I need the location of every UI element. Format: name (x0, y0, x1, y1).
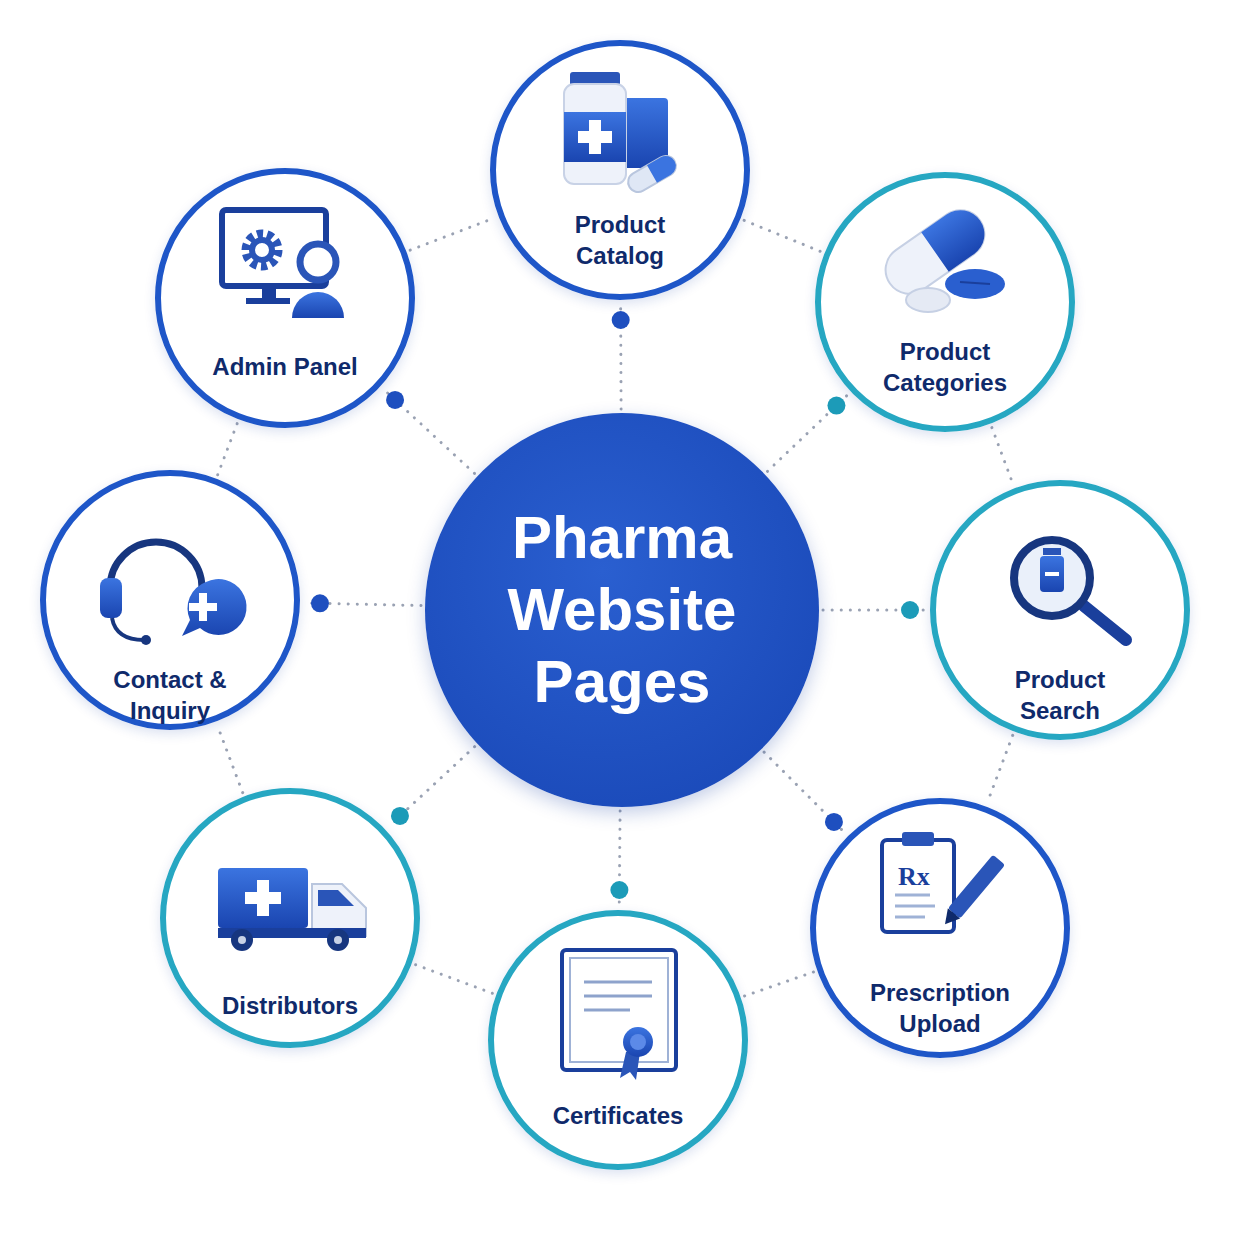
page-circle: Certificates (488, 910, 748, 1170)
ring-connector (410, 218, 495, 250)
page-name: Product Categories (858, 336, 1033, 398)
circle-fills (42, 42, 1188, 1168)
page-name: Product Search (973, 664, 1148, 726)
rx-symbol: Rx (898, 862, 930, 892)
page-circle: Product Search (930, 480, 1190, 740)
page-circle: Distributors (160, 788, 420, 1048)
hub-circle: Pharma Website Pages (425, 413, 819, 807)
search-magnifier-icon (1014, 540, 1126, 640)
spoke-connector (388, 747, 474, 827)
page-circle: Contact & Inquiry (40, 470, 300, 730)
spoke-connector (610, 811, 628, 906)
spoke-connector (764, 752, 845, 833)
headset-support-icon (100, 542, 247, 645)
admin-monitor-icon (222, 210, 344, 318)
ring-connector (744, 220, 821, 251)
spoke-connector (823, 601, 926, 619)
spoke-connector (767, 394, 848, 471)
page-name: Contact & Inquiry (83, 664, 258, 726)
page-circle: Prescription Upload (810, 798, 1070, 1058)
prescription-clipboard-icon (882, 832, 1005, 932)
ring-connector (217, 725, 242, 792)
page-name: Product Catalog (533, 209, 708, 271)
ring-connector (745, 972, 814, 996)
spoke-connector (612, 304, 630, 409)
spoke-connector (304, 594, 421, 612)
page-circle: Product Categories (815, 172, 1075, 432)
spoke-connector (383, 389, 474, 473)
delivery-truck-icon (218, 868, 366, 951)
ring-connector (416, 965, 493, 994)
ring-connector (992, 428, 1013, 485)
page-circle: Product Catalog (490, 40, 750, 300)
ring-connector (218, 423, 238, 475)
page-name: Certificates (531, 1100, 706, 1131)
page-circle: Admin Panel (155, 168, 415, 428)
page-name: Distributors (203, 990, 378, 1021)
certificate-icon (562, 950, 676, 1080)
capsule-tablet-icon (876, 201, 1005, 312)
hub-title: Pharma Website Pages (457, 502, 787, 718)
page-name: Admin Panel (198, 351, 373, 382)
medicine-bottle-icon (564, 72, 680, 196)
page-name: Prescription Upload (853, 977, 1028, 1039)
ring-connector (987, 735, 1012, 802)
